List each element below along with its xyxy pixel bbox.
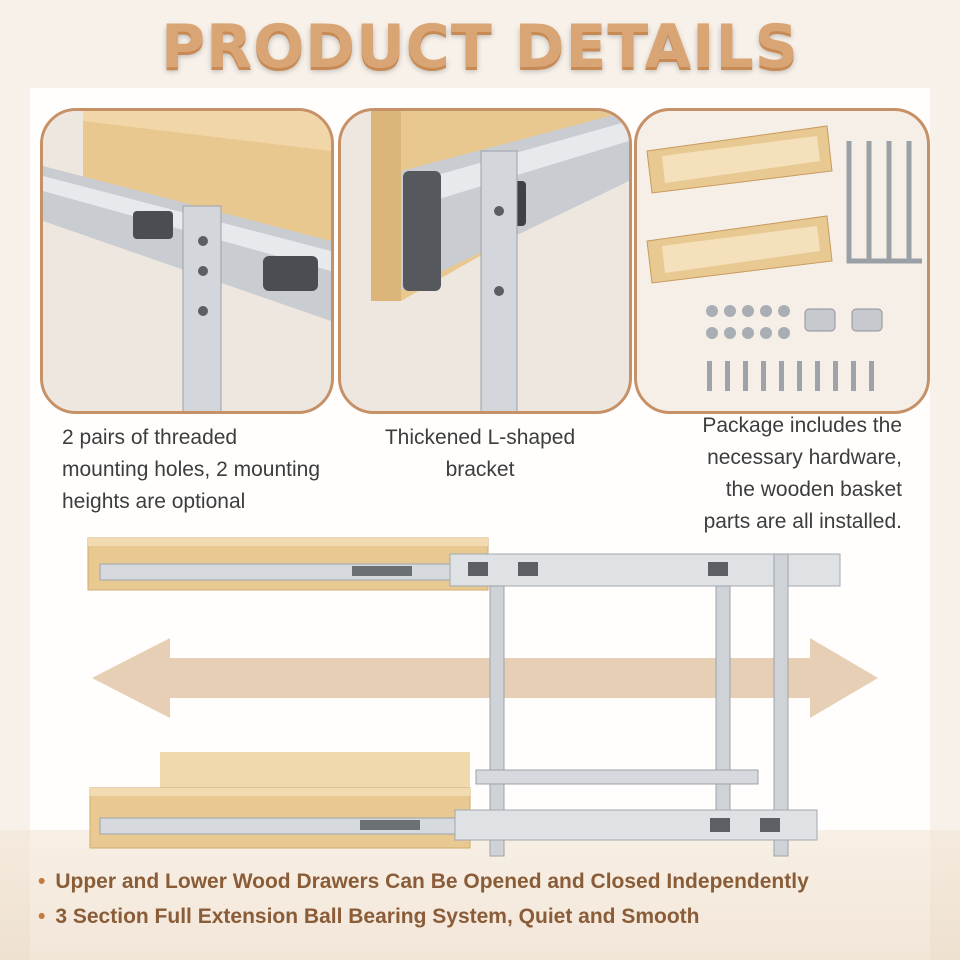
bullet-dot-icon: •	[38, 870, 46, 893]
feature-bullet: • Upper and Lower Wood Drawers Can Be Ope…	[38, 864, 809, 899]
pull-out-drawer-illustration	[87, 537, 878, 857]
detail-photo-package-contents	[634, 108, 930, 414]
caption-line: Thickened L-shaped	[384, 426, 576, 449]
feature-bullet: • 3 Section Full Extension Ball Bearing S…	[38, 899, 809, 934]
caption-line: the wooden basket	[725, 478, 902, 501]
caption-line: heights are optional	[62, 490, 246, 513]
caption-package: Package includes the necessary hardware,…	[640, 410, 902, 538]
screws-long	[707, 361, 874, 391]
caption-line: necessary hardware,	[707, 446, 902, 469]
wood-drawer-upper	[646, 125, 833, 194]
caption-line: 2 pairs of threaded	[62, 426, 238, 449]
feature-text: 3 Section Full Extension Ball Bearing Sy…	[55, 905, 700, 928]
hex-keys	[846, 141, 922, 264]
feature-text: Upper and Lower Wood Drawers Can Be Open…	[55, 870, 809, 893]
caption-bracket: Thickened L-shaped bracket	[360, 422, 600, 486]
background-counter	[0, 830, 960, 960]
double-arrow-icon	[92, 638, 878, 718]
feature-bullets: • Upper and Lower Wood Drawers Can Be Ope…	[38, 864, 809, 934]
support-frame	[489, 553, 789, 857]
caption-line: Package includes the	[702, 414, 902, 437]
screws-small	[706, 305, 790, 339]
caption-line: parts are all installed.	[703, 510, 902, 533]
caption-line: bracket	[445, 458, 515, 481]
caption-mounting-holes: 2 pairs of threaded mounting holes, 2 mo…	[62, 422, 362, 518]
detail-photo-mounting-holes	[40, 108, 334, 414]
bracket-illustration	[341, 111, 629, 411]
page-title: PRODUCT DETAILS	[161, 12, 799, 82]
caption-line: mounting holes, 2 mounting	[62, 458, 320, 481]
wood-drawer-lower	[646, 215, 833, 284]
lower-slides	[99, 769, 818, 841]
mounting-holes-illustration	[43, 111, 331, 411]
package-contents-illustration	[646, 125, 922, 391]
mounting-clips	[804, 308, 883, 332]
detail-photo-bracket	[338, 108, 632, 414]
bullet-dot-icon: •	[38, 905, 46, 928]
